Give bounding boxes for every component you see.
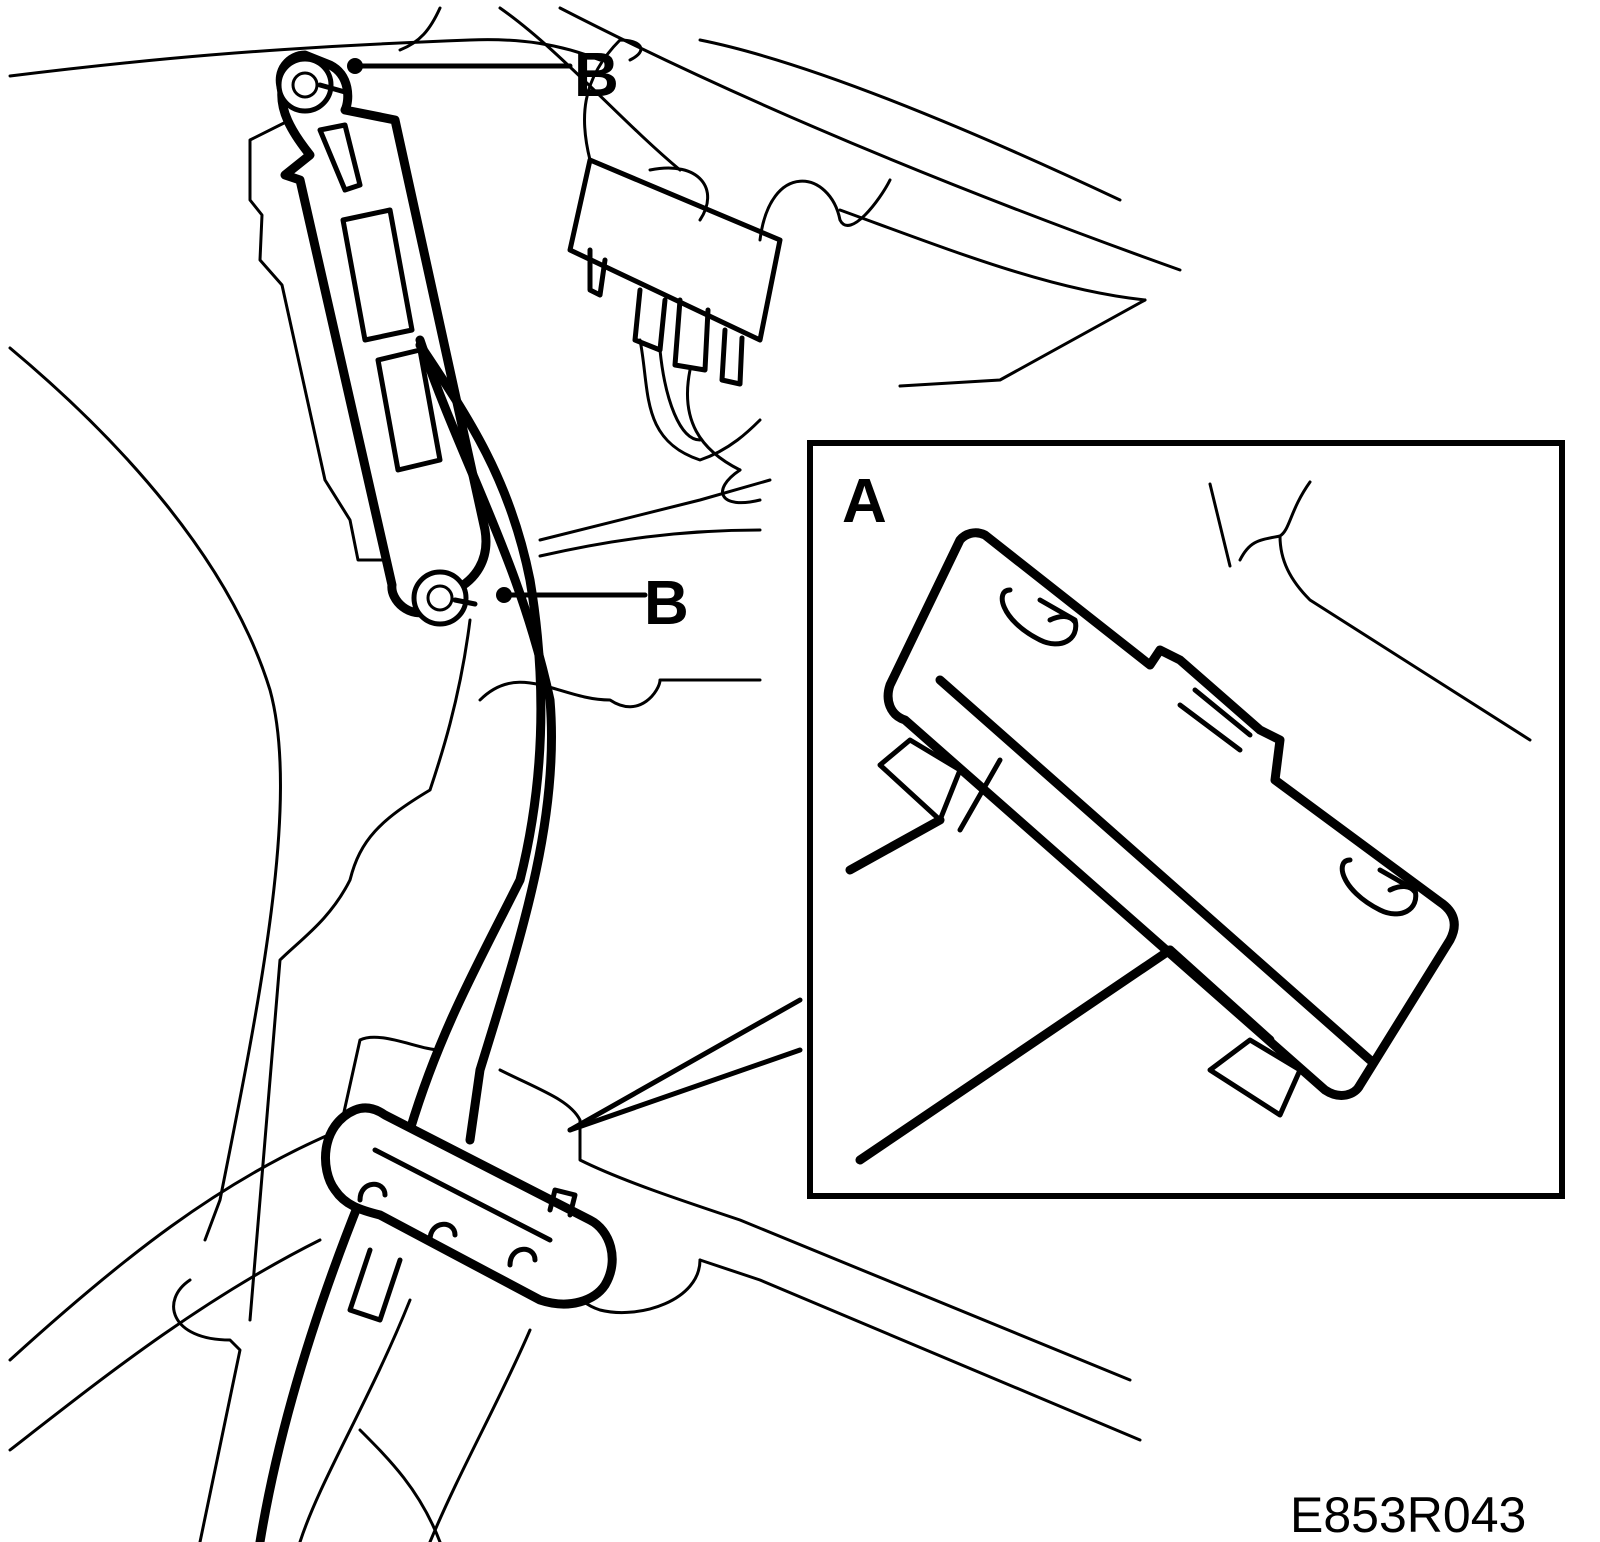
callout-b-middle-label: B <box>644 569 689 638</box>
figure-code: E853R043 <box>1290 1487 1526 1542</box>
callout-b-top-label: B <box>574 41 619 110</box>
callout-b-middle: B <box>496 569 689 638</box>
detail-leader <box>567 997 803 1133</box>
callout-b-top: B <box>347 41 619 110</box>
upper-connector <box>567 38 892 505</box>
middle-nut <box>411 569 478 627</box>
vehicle-body-outline <box>8 6 1182 1542</box>
lower-clip <box>321 1103 617 1323</box>
antenna-module <box>248 50 491 627</box>
callout-a-label: A <box>842 467 887 536</box>
antenna-cable <box>255 335 557 1542</box>
detail-inset-box <box>807 440 1565 1199</box>
top-nut <box>276 56 348 114</box>
